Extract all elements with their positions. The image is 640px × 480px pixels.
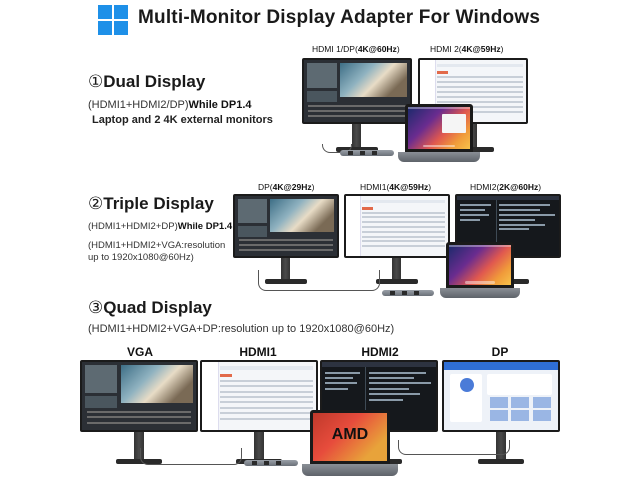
triple-display-heading: ②Triple Display: [88, 194, 214, 213]
triple-monitor-2: [344, 194, 450, 290]
dual-display-heading: ①Dual Display: [88, 72, 206, 91]
quad-cable-right: [398, 440, 510, 455]
page-title: Multi-Monitor Display Adapter For Window…: [138, 7, 541, 28]
triple-cable: [258, 270, 380, 291]
dual-hub: [340, 150, 394, 156]
quad-hub: [244, 460, 298, 466]
triple-label-hdmi1: HDMI1(4K@59Hz): [360, 182, 432, 192]
dual-display-desc-line1: (HDMI1+HDMI2/DP)While DP1.4: [88, 99, 252, 111]
dual-monitor-2: [418, 58, 528, 158]
quad-label-dp: DP: [491, 345, 509, 359]
triple-display-desc-line2: (HDMI1+HDMI2+VGA:resolution: [88, 240, 226, 251]
dual-laptop: [398, 104, 480, 162]
triple-laptop: [440, 242, 520, 298]
triple-display-desc-line3: up to 1920x1080@60Hz): [88, 252, 194, 263]
quad-label-hdmi1: HDMI1: [239, 345, 277, 359]
dual-monitor-1: [302, 58, 412, 158]
dual-label-hdmi1-dp: HDMI 1/DP(4K@60Hz): [312, 44, 400, 54]
triple-monitor-1: [233, 194, 339, 290]
dual-label-hdmi2: HDMI 2(4K@59Hz): [430, 44, 504, 54]
triple-label-dp: DP(4K@29Hz): [258, 182, 315, 192]
quad-label-hdmi2: HDMI2: [361, 345, 399, 359]
dual-display-desc-line2: Laptop and 2 4K external monitors: [92, 114, 273, 126]
triple-label-hdmi2: HDMI2(2K@60Hz): [470, 182, 542, 192]
triple-hub: [382, 290, 434, 296]
quad-monitor-dp: [442, 360, 560, 472]
quad-monitor-vga: [80, 360, 198, 472]
quad-laptop: AMD: [302, 410, 398, 476]
quad-label-vga: VGA: [126, 345, 153, 359]
quad-cable-left: [140, 448, 242, 465]
quad-display-desc: (HDMI1+HDMI2+VGA+DP:resolution up to 192…: [88, 323, 395, 335]
quad-display-heading: ③Quad Display: [88, 298, 212, 317]
amd-logo-text: AMD: [331, 426, 369, 444]
windows-logo-icon: [98, 5, 128, 35]
triple-display-desc-line1: (HDMI1+HDMI2+DP)While DP1.4: [88, 221, 233, 232]
